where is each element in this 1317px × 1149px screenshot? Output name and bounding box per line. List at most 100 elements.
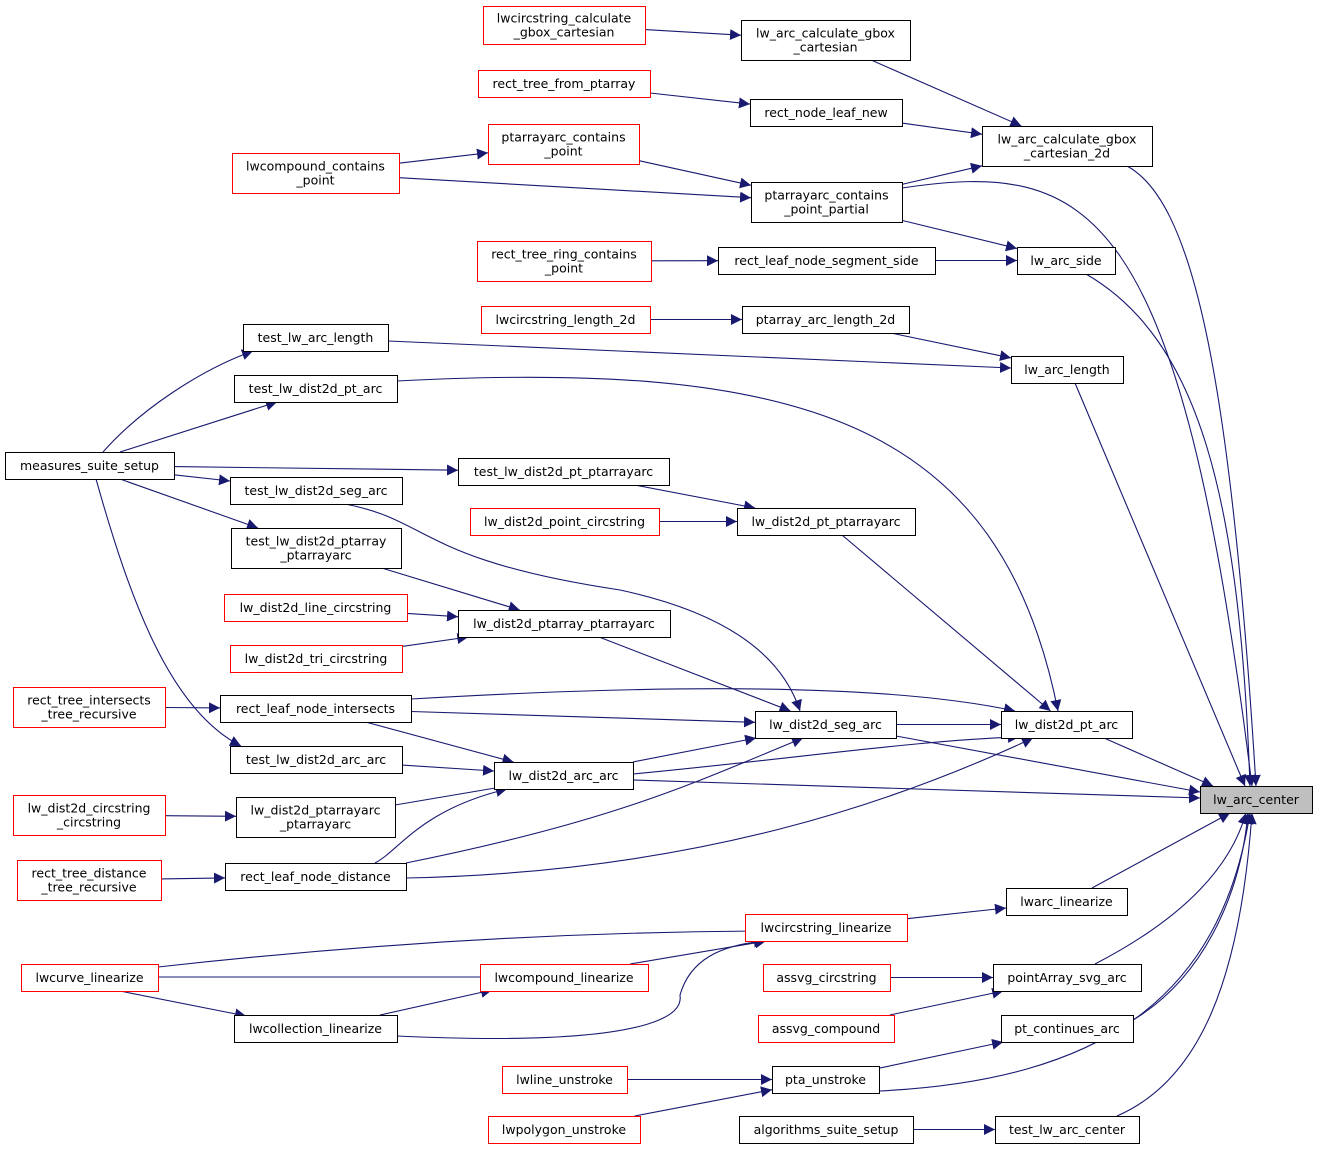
edge-lw_arc_length-to-lw_arc_center <box>1074 382 1246 787</box>
edge-test_lw_dist2d_pt_arc-to-lw_dist2d_pt_arc <box>396 376 1062 712</box>
edge-lw_dist2d_arc_arc-to-lw_dist2d_seg_arc <box>632 734 757 763</box>
node-rect_leaf_node_intersects[interactable]: rect_leaf_node_intersects <box>220 695 412 723</box>
node-lw_arc_side[interactable]: lw_arc_side <box>1017 247 1116 275</box>
node-box <box>742 306 910 334</box>
node-lwarc_linearize[interactable]: lwarc_linearize <box>1006 888 1128 916</box>
node-rect_leaf_node_segment_side[interactable]: rect_leaf_node_segment_side <box>718 247 936 275</box>
node-test_lw_arc_center[interactable]: test_lw_arc_center <box>995 1116 1140 1144</box>
edge-lwcompound_contains_point-to-ptarrayarc_contains_point <box>398 148 489 164</box>
node-lwcircstring_calculate_gbox_cartesian[interactable]: lwcircstring_calculate_gbox_cartesian <box>483 6 646 45</box>
edge-line <box>396 376 1062 712</box>
node-label: lwcurve_linearize <box>35 970 143 985</box>
node-lw_dist2d_pt_arc[interactable]: lw_dist2d_pt_arc <box>1001 711 1133 739</box>
node-pta_unstroke[interactable]: pta_unstroke <box>772 1066 880 1094</box>
node-lw_dist2d_circstring_circstring[interactable]: lw_dist2d_circstring_circstring <box>13 795 166 836</box>
node-algorithms_suite_setup[interactable]: algorithms_suite_setup <box>739 1116 914 1144</box>
node-pointArray_svg_arc[interactable]: pointArray_svg_arc <box>993 964 1142 992</box>
edge-line <box>394 782 508 806</box>
node-lwcollection_linearize[interactable]: lwcollection_linearize <box>234 1015 398 1043</box>
node-box <box>220 695 412 723</box>
node-label: _point <box>543 144 582 159</box>
node-lwcircstring_linearize[interactable]: lwcircstring_linearize <box>745 914 908 942</box>
node-lw_dist2d_seg_arc[interactable]: lw_dist2d_seg_arc <box>755 711 897 739</box>
edge-line <box>890 332 1012 362</box>
node-test_lw_dist2d_seg_arc[interactable]: test_lw_dist2d_seg_arc <box>230 477 403 505</box>
node-lwcircstring_length_2d[interactable]: lwcircstring_length_2d <box>481 306 651 334</box>
node-lw_dist2d_ptarrayarc_ptarrayarc[interactable]: lw_dist2d_ptarrayarc_ptarrayarc <box>236 797 396 838</box>
node-label: ptarrayarc_contains <box>764 188 888 203</box>
node-lw_dist2d_ptarray_ptarrayarc[interactable]: lw_dist2d_ptarray_ptarrayarc <box>458 610 671 638</box>
node-test_lw_arc_length[interactable]: test_lw_arc_length <box>243 324 389 352</box>
edge-pta_unstroke-to-pt_continues_arc <box>878 1038 1004 1069</box>
edge-line <box>398 148 489 164</box>
node-lwline_unstroke[interactable]: lwline_unstroke <box>502 1066 628 1094</box>
node-measures_suite_setup[interactable]: measures_suite_setup <box>5 452 175 480</box>
node-lwcompound_linearize[interactable]: lwcompound_linearize <box>480 964 649 992</box>
node-rect_node_leaf_new[interactable]: rect_node_leaf_new <box>750 99 903 127</box>
node-assvg_circstring[interactable]: assvg_circstring <box>763 964 891 992</box>
node-rect_leaf_node_distance[interactable]: rect_leaf_node_distance <box>225 863 407 891</box>
node-ptarrayarc_contains_point_partial[interactable]: ptarrayarc_contains_point_partial <box>751 182 903 223</box>
node-box <box>751 182 903 223</box>
node-rect_tree_intersects_tree_recursive[interactable]: rect_tree_intersects_tree_recursive <box>13 687 166 728</box>
node-label: lw_dist2d_ptarrayarc <box>251 803 381 818</box>
node-test_lw_dist2d_arc_arc[interactable]: test_lw_dist2d_arc_arc <box>230 746 403 774</box>
node-box <box>993 964 1142 992</box>
node-box <box>480 964 649 992</box>
node-lwcurve_linearize[interactable]: lwcurve_linearize <box>21 964 159 992</box>
node-lw_dist2d_line_circstring[interactable]: lw_dist2d_line_circstring <box>224 594 408 622</box>
edge-line <box>1103 737 1214 787</box>
node-assvg_compound[interactable]: assvg_compound <box>758 1015 895 1043</box>
node-rect_tree_distance_tree_recursive[interactable]: rect_tree_distance_tree_recursive <box>17 860 162 901</box>
edge-lw_dist2d_pt_ptarrayarc-to-lw_dist2d_pt_arc <box>841 534 1051 712</box>
edge-pta_unstroke-to-lw_arc_center <box>878 812 1254 1092</box>
node-box <box>718 247 936 275</box>
edge-lw_arc_calculate_gbox_cartesian-to-lw_arc_calculate_gbox_cartesian_2d <box>870 59 1022 127</box>
node-test_lw_dist2d_pt_ptarrayarc[interactable]: test_lw_dist2d_pt_ptarrayarc <box>458 458 670 486</box>
node-label: lwarc_linearize <box>1020 894 1113 909</box>
node-label: lw_arc_calculate_gbox <box>998 132 1137 147</box>
edge-line <box>901 181 1257 787</box>
node-box <box>1017 247 1116 275</box>
node-test_lw_dist2d_ptarray_ptarrayarc[interactable]: test_lw_dist2d_ptarray_ptarrayarc <box>231 528 402 569</box>
edge-line <box>632 734 757 763</box>
node-label: lw_dist2d_circstring <box>28 801 151 816</box>
edge-lwcollection_linearize-to-lwcircstring_linearize <box>396 936 766 1039</box>
node-lwcompound_contains_point[interactable]: lwcompound_contains_point <box>232 153 400 194</box>
node-test_lw_dist2d_pt_arc[interactable]: test_lw_dist2d_pt_arc <box>234 375 398 403</box>
node-label: test_lw_dist2d_seg_arc <box>245 483 388 498</box>
node-box <box>13 687 166 728</box>
node-ptarrayarc_contains_point[interactable]: ptarrayarc_contains_point <box>488 124 640 165</box>
node-lw_arc_length[interactable]: lw_arc_length <box>1011 356 1124 384</box>
node-ptarray_arc_length_2d[interactable]: ptarray_arc_length_2d <box>742 306 910 334</box>
node-label: rect_tree_ring_contains <box>491 247 637 262</box>
edge-lw_arc_calculate_gbox_cartesian_2d-to-lw_arc_center <box>1126 165 1261 787</box>
node-lw_dist2d_arc_arc[interactable]: lw_dist2d_arc_arc <box>494 762 634 790</box>
node-lwpolygon_unstroke[interactable]: lwpolygon_unstroke <box>488 1116 641 1144</box>
node-rect_tree_ring_contains_point[interactable]: rect_tree_ring_contains_point <box>477 241 652 282</box>
node-rect_tree_from_ptarray[interactable]: rect_tree_from_ptarray <box>478 70 651 98</box>
node-label: rect_tree_distance <box>32 866 147 881</box>
node-lw_dist2d_tri_circstring[interactable]: lw_dist2d_tri_circstring <box>230 645 403 673</box>
edge-rect_tree_from_ptarray-to-rect_node_leaf_new <box>649 92 751 109</box>
edge-line <box>398 177 752 203</box>
node-lw_dist2d_pt_ptarrayarc[interactable]: lw_dist2d_pt_ptarrayarc <box>737 508 916 536</box>
node-lw_arc_calculate_gbox_cartesian_2d[interactable]: lw_arc_calculate_gbox_cartesian_2d <box>982 126 1153 167</box>
node-label: test_lw_dist2d_ptarray <box>246 534 387 549</box>
node-box <box>502 1066 628 1094</box>
node-box <box>13 795 166 836</box>
node-label: lw_arc_side <box>1030 253 1102 268</box>
node-lw_dist2d_point_circstring[interactable]: lw_dist2d_point_circstring <box>470 508 660 536</box>
node-box <box>739 1116 914 1144</box>
edge-pointArray_svg_arc-to-lw_arc_center <box>1094 812 1249 965</box>
node-pt_continues_arc[interactable]: pt_continues_arc <box>1001 1015 1134 1043</box>
edge-line <box>901 219 1018 252</box>
edge-line <box>629 937 767 965</box>
edge-pt_continues_arc-to-lw_arc_center <box>1132 812 1253 1021</box>
node-box <box>750 99 903 127</box>
node-label: _point <box>544 261 583 276</box>
node-lw_arc_calculate_gbox_cartesian[interactable]: lw_arc_calculate_gbox_cartesian <box>741 20 911 61</box>
node-label: rect_tree_intersects <box>27 693 151 708</box>
edge-line <box>598 636 791 713</box>
